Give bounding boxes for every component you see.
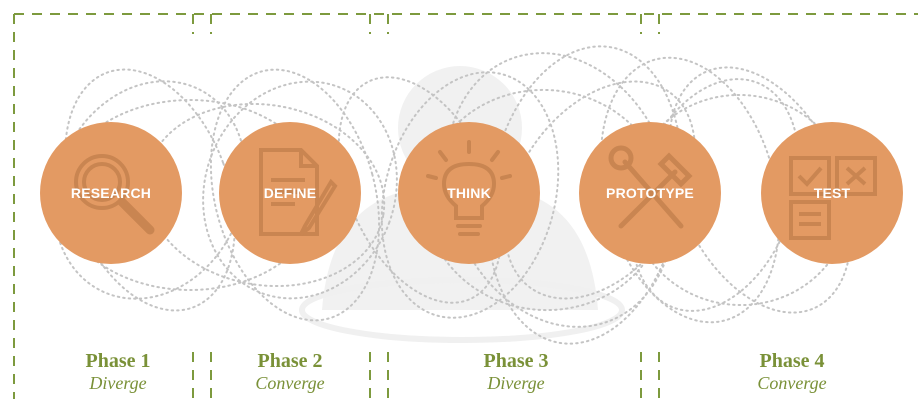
step-define: DEFINE [219,122,361,264]
phase-name: Phase 1 [85,350,151,372]
dotted-loop [64,68,236,312]
phase-name: Phase 3 [483,350,549,372]
step-research: RESEARCH [40,122,182,264]
step-think: THINK [398,122,540,264]
tools-icon [608,145,693,229]
phase-mode: Converge [757,373,827,393]
step-prototype: PROTOTYPE [579,122,721,264]
phase-3: Phase 3 Diverge [446,350,586,394]
lightbulb-icon [426,140,512,236]
step-label: RESEARCH [70,185,152,201]
base-ring [299,277,625,343]
step-label: TEST [813,185,851,201]
step-label: DEFINE [263,185,317,201]
step-label: THINK [447,185,491,201]
phase-mode: Converge [255,373,325,393]
phase-mode: Diverge [89,373,147,393]
dotted-loop [209,68,381,322]
document-pen-icon [259,148,338,236]
phase-name: Phase 4 [759,350,825,372]
magnifier-icon [74,154,155,235]
step-test: TEST [761,122,903,264]
phase-name: Phase 2 [257,350,323,372]
dotted-loop [202,80,398,300]
phase-1: Phase 1 Diverge [48,350,188,394]
phase-mode: Diverge [487,373,545,393]
checklist-icon [789,156,877,240]
dotted-loop [380,71,560,319]
step-label: PROTOTYPE [606,185,694,201]
phase-4: Phase 4 Converge [722,350,862,394]
phase-2: Phase 2 Converge [220,350,360,394]
